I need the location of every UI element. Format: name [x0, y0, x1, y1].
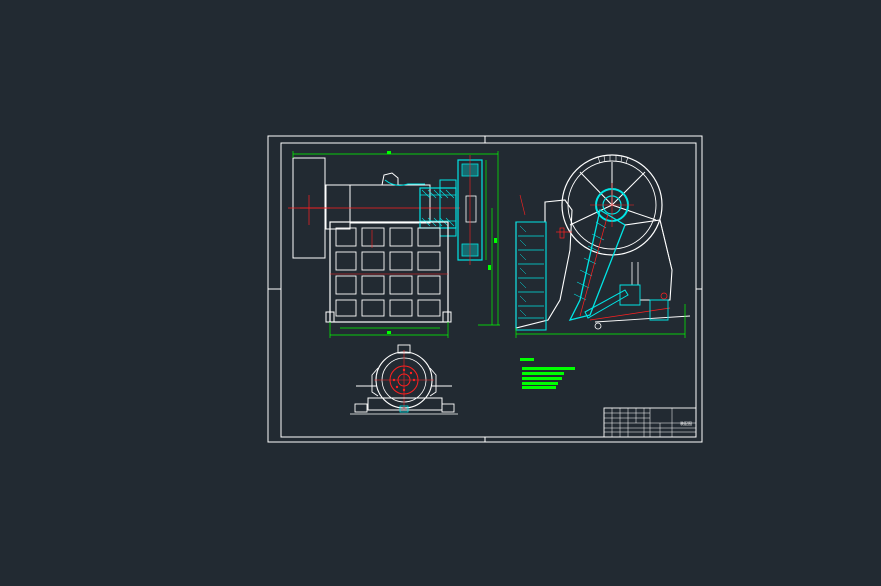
drawing-sheet — [267, 135, 703, 443]
top-right-bracket — [429, 367, 437, 397]
flywheel-spokes — [569, 162, 657, 226]
dim-text-base-width — [387, 331, 391, 334]
shaft-cover-top — [384, 179, 425, 186]
top-view[interactable] — [350, 344, 458, 415]
notes-heading — [520, 358, 534, 361]
swing-jaw-center-line — [579, 213, 609, 317]
upper-frame — [349, 184, 431, 224]
side-dimensions — [515, 304, 686, 338]
top-foot-left — [354, 403, 368, 413]
tension-rod — [594, 315, 691, 323]
flywheel-section — [457, 155, 483, 265]
notes-line-4 — [522, 382, 558, 385]
fixed-jaw-section — [515, 221, 547, 331]
sheet-outer-border — [267, 135, 703, 443]
top-left-bracket — [371, 367, 379, 397]
front-view[interactable] — [288, 151, 500, 338]
notes-line-5 — [522, 386, 556, 389]
lifting-lug — [381, 172, 399, 186]
spring-center — [660, 292, 668, 300]
toggle-plate — [584, 289, 629, 319]
top-lug — [397, 344, 411, 354]
dim-text-shaft-height — [488, 265, 491, 270]
flywheel-rim-outer — [561, 154, 663, 256]
title-block[interactable]: 装配图 — [603, 407, 697, 438]
swing-jaw-hatch — [573, 221, 607, 301]
front-dimensions — [292, 151, 500, 338]
adjusting-seat — [649, 299, 669, 321]
rear-frame — [624, 219, 673, 301]
rod-pin — [594, 322, 602, 330]
notes-line-2 — [522, 372, 564, 375]
dim-text-overall-width — [387, 151, 391, 154]
tension-rod-center-line — [589, 307, 671, 321]
notes-line-1 — [522, 367, 575, 370]
top-foot-right — [441, 403, 455, 413]
main-frame — [329, 221, 449, 323]
dim-text-height — [494, 238, 497, 243]
frame-ribs — [335, 227, 441, 317]
notes-line-3 — [522, 377, 562, 380]
title-block-label: 装配图 — [680, 420, 692, 426]
fixed-jaw-hatch — [519, 225, 527, 317]
frame-foot-right — [442, 311, 452, 323]
toggle-seat — [619, 284, 641, 306]
flywheel-rim-pattern — [597, 155, 629, 164]
technical-notes — [520, 358, 575, 389]
sheet-inner-border — [280, 142, 697, 438]
swing-jaw — [568, 208, 626, 321]
side-section-view[interactable] — [515, 154, 691, 338]
fixed-jaw-teeth — [518, 235, 544, 319]
title-block-grid — [604, 408, 696, 437]
